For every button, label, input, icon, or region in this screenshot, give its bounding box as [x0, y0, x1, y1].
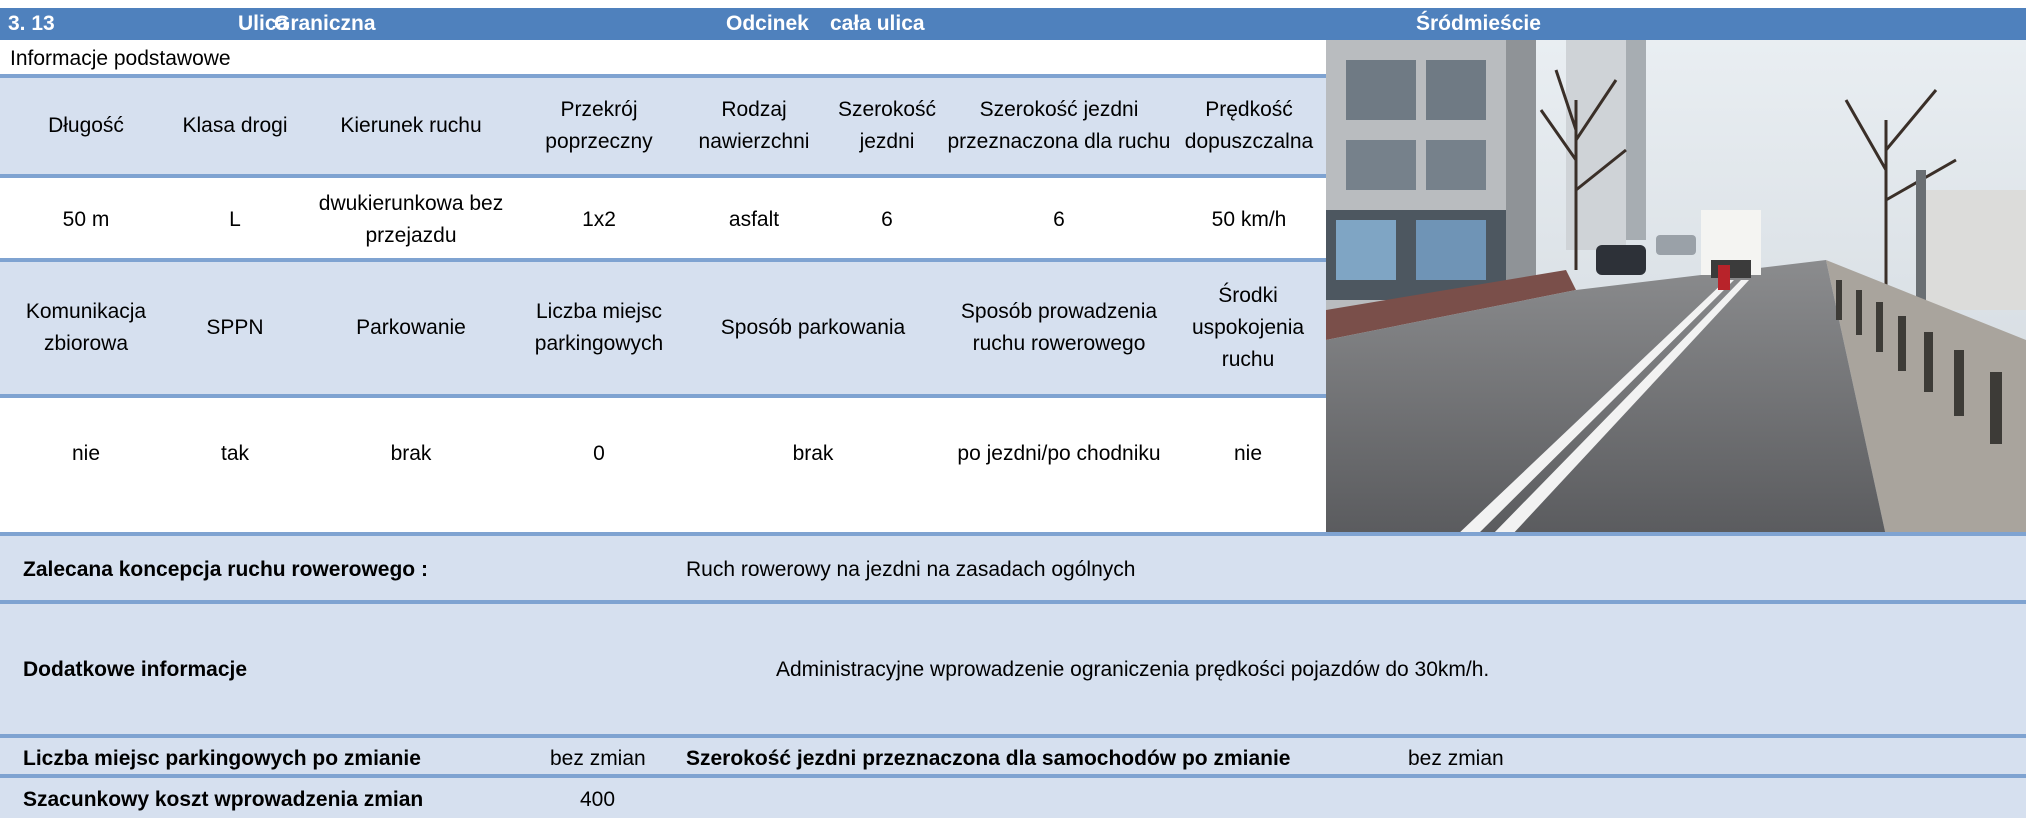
- table2-value-srodki: nie: [1233, 442, 1263, 465]
- table2-header-sposob-parkowania: Sposób parkowania: [720, 316, 906, 339]
- district: Śródmieście: [1416, 12, 1541, 35]
- section-value: cała ulica: [830, 12, 925, 35]
- recommendation-value: Ruch rowerowy na jezdni na zasadach ogól…: [686, 558, 1136, 581]
- table2-header-liczba-miejsc: Liczba miejsc parkingowych: [534, 300, 664, 355]
- additional-label: Dodatkowe informacje: [23, 658, 248, 681]
- cost-row: [0, 778, 2026, 818]
- table1-value-nawierzchnia: asfalt: [728, 208, 780, 231]
- recommendation-label: Zalecana koncepcja ruchu rowerowego :: [23, 558, 428, 581]
- table1-header-klasa: Klasa drogi: [182, 114, 288, 137]
- recommendation-row: [0, 536, 2026, 604]
- additional-value: Administracyjne wprowadzenie ograniczeni…: [776, 658, 1490, 681]
- table1-value-szerokosc-ruch: 6: [1053, 208, 1065, 231]
- additional-bottom-line: [0, 734, 2026, 738]
- table1-value-dlugosc: 50 m: [62, 208, 110, 231]
- table1-value-predkosc: 50 km/h: [1211, 208, 1287, 231]
- table1-header-predkosc: Prędkość dopuszczalna: [1184, 98, 1314, 153]
- table1-top-line: [0, 74, 1326, 78]
- table2-value-parkowanie: brak: [390, 442, 432, 465]
- street-photo: [1326, 40, 2026, 536]
- table1-value-kierunek: dwukierunkowa bez przejazdu: [318, 192, 504, 247]
- after-change-bottom-line: [0, 774, 2026, 778]
- table1-header-przekroj: Przekrój poprzeczny: [545, 98, 653, 153]
- table1-value-przekroj: 1x2: [582, 208, 616, 231]
- table1-header-nawierzchnia: Rodzaj nawierzchni: [698, 98, 810, 153]
- table2-header-ruch-rowerowy: Sposób prowadzenia ruchu rowerowego: [960, 300, 1158, 355]
- section-number: 3. 13: [8, 12, 55, 35]
- table1-header-band: [0, 78, 1326, 174]
- street-label: Ulica: [238, 12, 289, 35]
- table2-value-sppn: tak: [220, 442, 249, 465]
- width-after-label: Szerokość jezdni przeznaczona dla samoch…: [686, 747, 1291, 770]
- table1-header-kierunek: Kierunek ruchu: [340, 114, 482, 137]
- table2-header-parkowanie: Parkowanie: [356, 316, 466, 339]
- table1-header-szerokosc-ruch: Szerokość jezdni przeznaczona dla ruchu: [947, 98, 1171, 153]
- section-label: Odcinek: [726, 12, 809, 35]
- table2-value-liczba-miejsc: 0: [593, 442, 605, 465]
- table1-value-klasa: L: [229, 208, 241, 231]
- after-change-row: [0, 738, 2026, 774]
- table2-value-komunikacja: nie: [71, 442, 101, 465]
- table2-top-line: [0, 258, 1326, 262]
- cost-label: Szacunkowy koszt wprowadzenia zmian: [23, 788, 424, 811]
- table2-header-srodki: Środki uspokojenia ruchu: [1191, 284, 1305, 371]
- table2-header-sppn: SPPN: [206, 316, 264, 339]
- table1-value-szerokosc: 6: [881, 208, 893, 231]
- parking-after-label: Liczba miejsc parkingowych po zmianie: [23, 747, 421, 770]
- table2-value-ruch-rowerowy: po jezdni/po chodniku: [957, 442, 1161, 465]
- table1-mid-line: [0, 174, 1326, 178]
- basic-info-title: Informacje podstawowe: [10, 47, 231, 70]
- additional-row: [0, 604, 2026, 734]
- table2-header-komunikacja: Komunikacja zbiorowa: [25, 300, 147, 355]
- table2-value-sposob-parkowania: brak: [792, 442, 834, 465]
- cost-value: 400: [580, 788, 616, 811]
- table1-header-dlugosc: Długość: [48, 114, 124, 137]
- street-name: Graniczna: [274, 12, 376, 35]
- recommendation-top-line: [0, 532, 2026, 536]
- parking-after-value: bez zmian: [550, 747, 646, 770]
- table2-header-band: [0, 262, 1326, 394]
- header-bar: 3. 13 Ulica Graniczna Odcinek cała ulica…: [0, 8, 2026, 40]
- recommendation-bottom-line: [0, 600, 2026, 604]
- table1-header-szerokosc: Szerokość jezdni: [837, 98, 937, 153]
- table2-mid-line: [0, 394, 1326, 398]
- width-after-value: bez zmian: [1408, 747, 1504, 770]
